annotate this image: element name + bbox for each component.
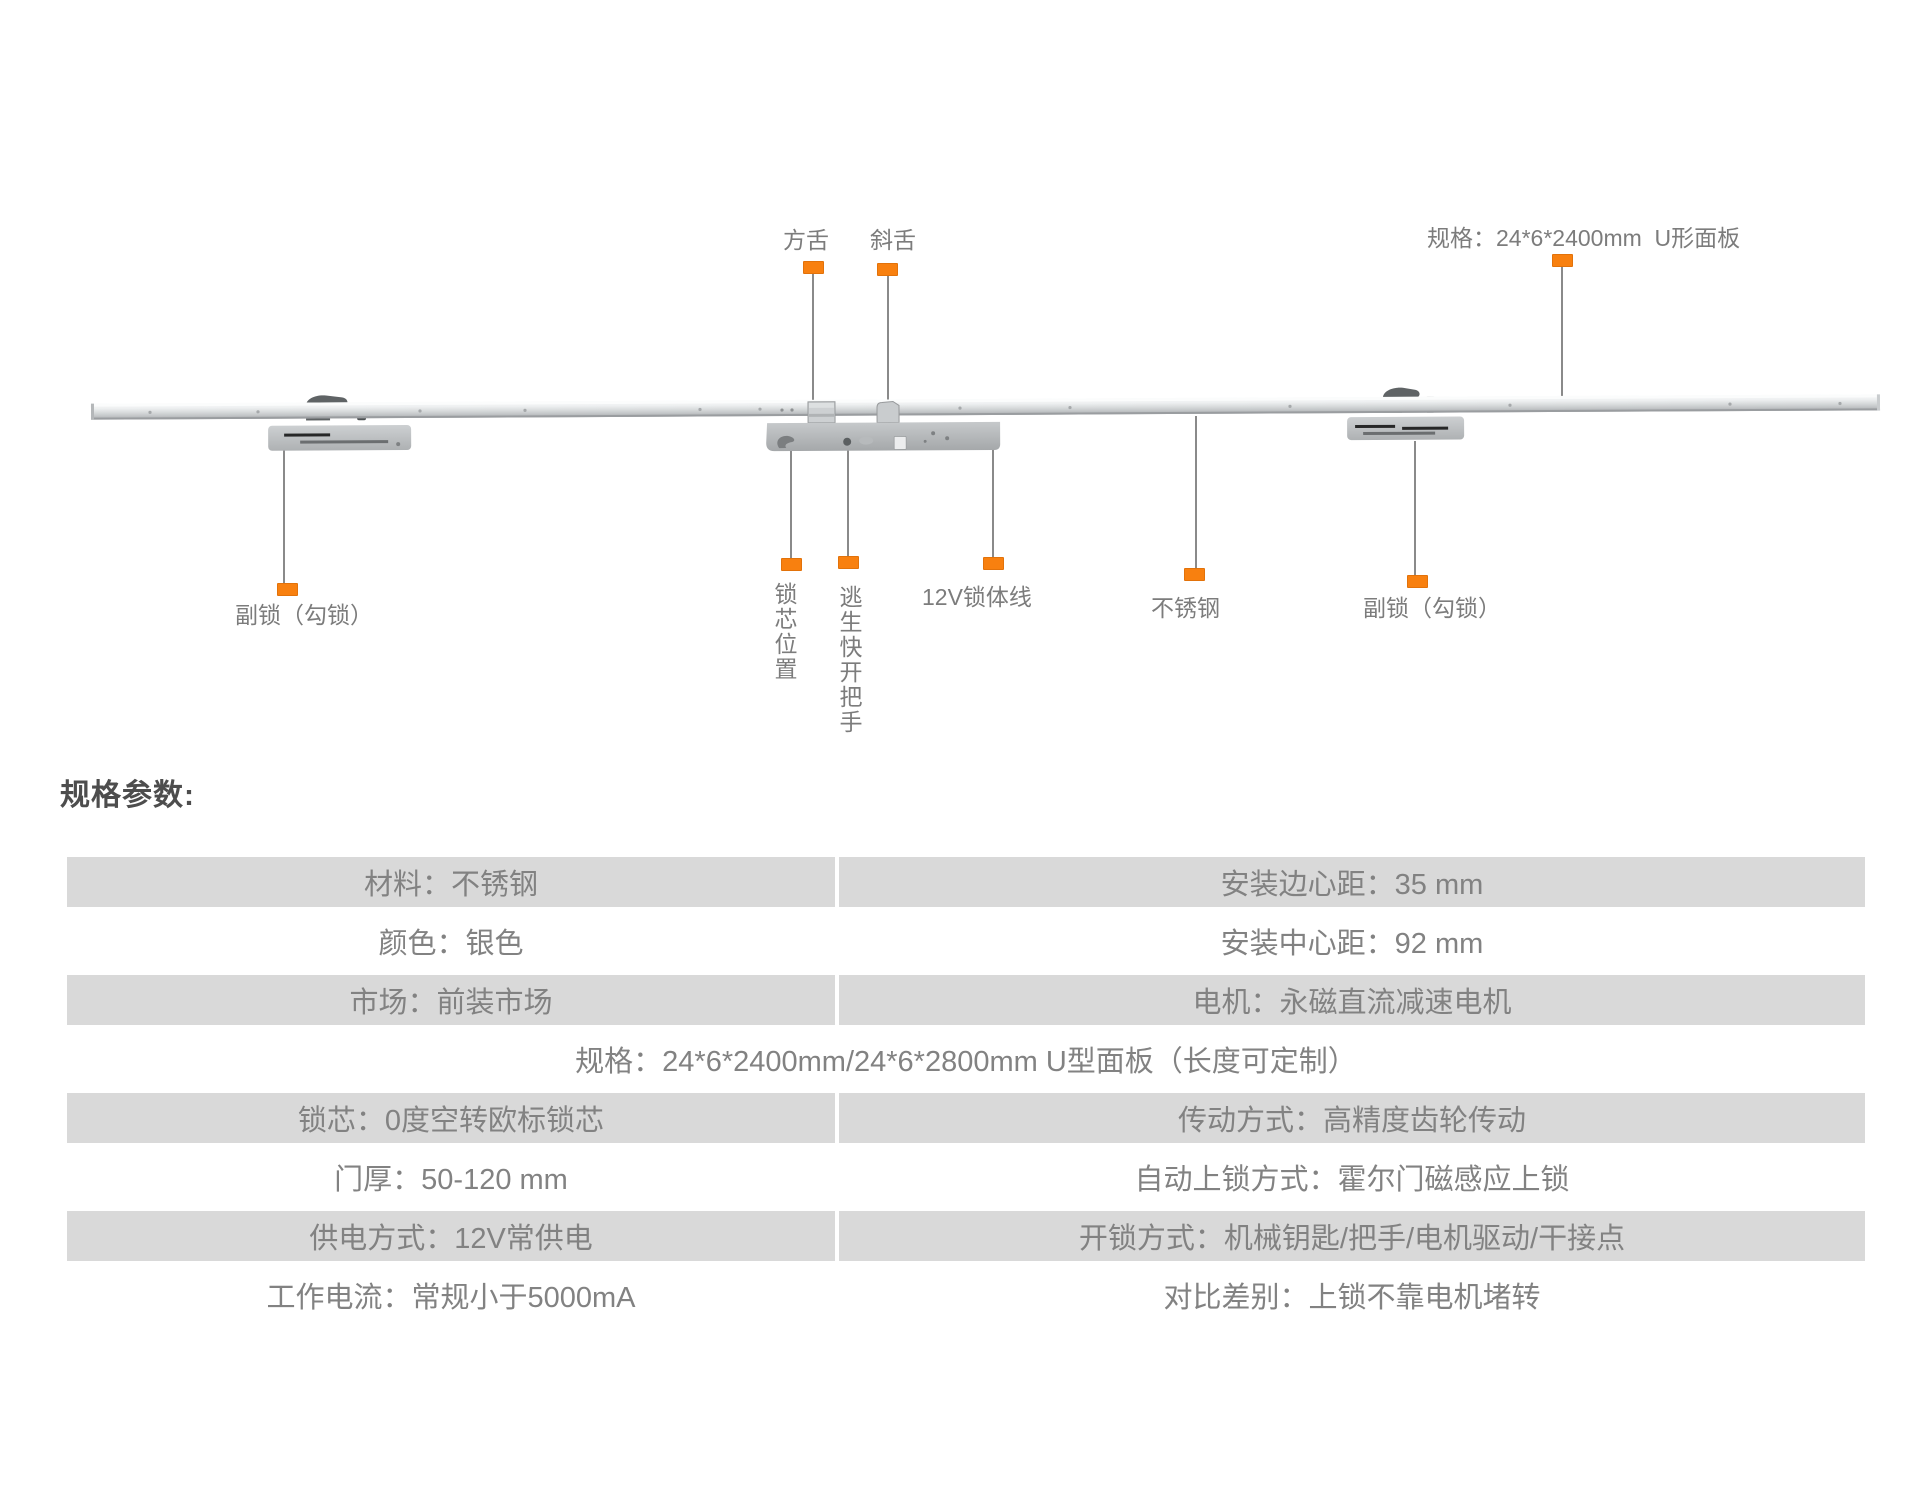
label-wire-12v: 12V锁体线 — [922, 584, 1032, 610]
spec-row: 市场：前装市场 电机：永磁直流减速电机 — [67, 975, 1865, 1025]
screw-holes — [148, 401, 1842, 414]
label-sub-lock-left: 副锁（勾锁） — [235, 602, 373, 628]
spec-cell-left: 市场：前装市场 — [67, 975, 835, 1025]
spec-cell-right: 对比差别：上锁不靠电机堵转 — [1163, 1282, 1541, 1314]
spec-row: 颜色：银色 安装中心距：92 mm — [67, 907, 1865, 975]
spec-cell-right: 开锁方式：机械钥匙/把手/电机驱动/干接点 — [839, 1211, 1865, 1261]
label-escape-handle: 逃生快开把手 — [836, 585, 862, 735]
callout-marker-square-bolt — [803, 261, 824, 274]
callout-marker-cylinder-position — [781, 558, 802, 571]
callout-marker-escape-handle — [838, 556, 859, 569]
spec-cell-right: 自动上锁方式：霍尔门磁感应上锁 — [1134, 1164, 1570, 1196]
spec-cell-left: 供电方式：12V常供电 — [67, 1211, 835, 1261]
body-hook-cutout — [777, 435, 795, 449]
spec-cell-left: 门厚：50-120 mm — [334, 1164, 568, 1196]
callout-marker-wire-12v — [983, 557, 1004, 570]
spec-row: 门厚：50-120 mm 自动上锁方式：霍尔门磁感应上锁 — [67, 1143, 1865, 1211]
label-stainless: 不锈钢 — [1151, 595, 1220, 621]
center-lock-body — [766, 408, 1001, 452]
right-hook-lock — [1347, 387, 1465, 441]
spec-cell-left: 材料：不锈钢 — [67, 857, 835, 907]
callout-marker-stainless — [1184, 568, 1205, 581]
spec-table: 材料：不锈钢 安装边心距：35 mm 颜色：银色 安装中心距：92 mm 市场：… — [67, 857, 1865, 1329]
spec-cell-left: 锁芯：0度空转欧标锁芯 — [67, 1093, 835, 1143]
lock-bar-assembly — [90, 387, 1881, 452]
lock-bar-diagram — [90, 267, 1881, 583]
cylinder-hole — [843, 437, 852, 446]
latch-bolt — [876, 400, 900, 424]
spec-cell-full: 规格：24*6*2400mm/24*6*2800mm U型面板（长度可定制） — [575, 1046, 1357, 1078]
spec-row: 锁芯：0度空转欧标锁芯 传动方式：高精度齿轮传动 — [67, 1093, 1865, 1143]
callout-marker-sub-lock-left — [277, 583, 298, 596]
label-sub-lock-right: 副锁（勾锁） — [1363, 595, 1501, 621]
handle-button — [893, 436, 907, 450]
spec-cell-right: 传动方式：高精度齿轮传动 — [839, 1093, 1865, 1143]
spec-row: 工作电流：常规小于5000mA 对比差别：上锁不靠电机堵转 — [67, 1261, 1865, 1329]
section-heading: 规格参数: — [60, 779, 195, 812]
label-panel-spec: 规格：24*6*2400mm U形面板 — [1427, 225, 1741, 251]
spec-cell-left: 工作电流：常规小于5000mA — [266, 1282, 636, 1314]
spec-row: 供电方式：12V常供电 开锁方式：机械钥匙/把手/电机驱动/干接点 — [67, 1211, 1865, 1261]
spec-cell-left: 颜色：银色 — [378, 928, 524, 960]
face-bar — [90, 394, 1881, 420]
callout-marker-sub-lock-right — [1407, 575, 1428, 588]
spec-cell-right: 电机：永磁直流减速电机 — [839, 975, 1865, 1025]
label-square-bolt: 方舌 — [783, 227, 829, 253]
spec-row: 材料：不锈钢 安装边心距：35 mm — [67, 857, 1865, 907]
spec-cell-right: 安装边心距：35 mm — [839, 857, 1865, 907]
callout-marker-latch-bolt — [877, 263, 898, 276]
bolts — [807, 400, 900, 424]
label-latch-bolt: 斜舌 — [870, 227, 916, 253]
label-cylinder-position: 锁芯位置 — [771, 582, 797, 682]
spec-row-full-width: 规格：24*6*2400mm/24*6*2800mm U型面板（长度可定制） — [67, 1025, 1865, 1093]
callout-marker-panel-spec — [1552, 254, 1573, 267]
spec-cell-right: 安装中心距：92 mm — [1220, 928, 1484, 960]
callout-lines — [283, 267, 1563, 583]
